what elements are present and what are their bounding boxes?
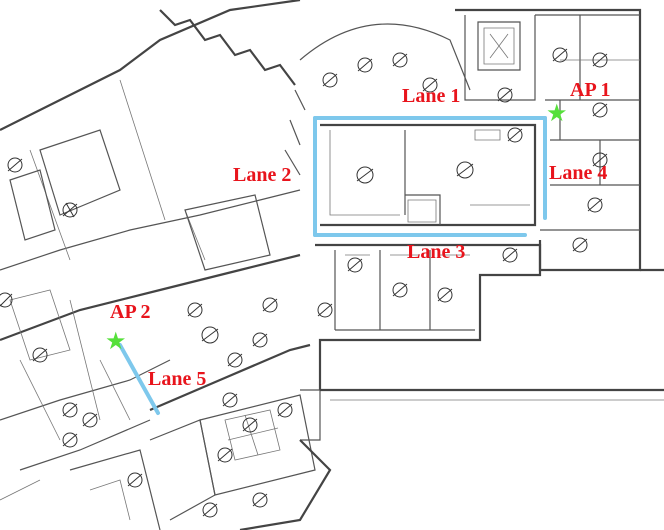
- upper-walls: [159, 8, 642, 176]
- workstation-icon: [392, 282, 408, 298]
- workstation-icon: [82, 412, 98, 428]
- workstation-icon: [356, 166, 374, 184]
- lane-5-path: [118, 343, 160, 415]
- lane-5-label: Lane 5: [148, 368, 207, 390]
- workstation-icon: [187, 302, 203, 318]
- workstation-icon: [201, 326, 219, 344]
- left-wing-walls: [0, 0, 311, 501]
- workstation-icon: [497, 87, 513, 103]
- workstation-icon: [502, 247, 518, 263]
- lower-middle-rooms: [300, 243, 664, 441]
- workstation-icon: [0, 292, 13, 308]
- workstation-icon: [127, 472, 143, 488]
- lane-1-label: Lane 1: [402, 85, 461, 107]
- central-rooms: [320, 123, 537, 227]
- workstation-icon: [422, 77, 438, 93]
- workstation-icon: [357, 57, 373, 73]
- lane-3-label: Lane 3: [407, 241, 466, 263]
- lanes: [118, 116, 547, 415]
- lower-cluster-rooms: [69, 394, 332, 530]
- workstation-icon: [252, 332, 268, 348]
- workstation-icon: [62, 402, 78, 418]
- workstation-icon: [572, 237, 588, 253]
- workstation-icon: [202, 502, 218, 518]
- workstation-icon: [217, 447, 233, 463]
- workstation-icon: [222, 392, 238, 408]
- workstation-icon: [392, 52, 408, 68]
- ap-1-label: AP 1: [570, 79, 611, 101]
- workstation-icon: [592, 52, 608, 68]
- workstation-icon: [252, 492, 268, 508]
- workstation-icon: [456, 161, 474, 179]
- workstation-icon: [347, 257, 363, 273]
- workstations: [0, 47, 608, 518]
- workstation-icon: [507, 127, 523, 143]
- star-icon: ★: [105, 327, 127, 355]
- lane-2-label: Lane 2: [233, 164, 292, 186]
- workstation-icon: [592, 102, 608, 118]
- workstation-icon: [32, 347, 48, 363]
- workstation-icon: [552, 47, 568, 63]
- star-icon: ★: [546, 99, 568, 127]
- workstation-icon: [227, 352, 243, 368]
- lane-4-label: Lane 4: [549, 162, 608, 184]
- workstation-icon: [62, 202, 78, 218]
- workstation-icon: [7, 157, 23, 173]
- workstation-icon: [322, 72, 338, 88]
- workstation-icon: [587, 197, 603, 213]
- ap-2-label: AP 2: [110, 301, 151, 323]
- workstation-icon: [592, 152, 608, 168]
- workstation-icon: [62, 432, 78, 448]
- workstation-icon: [317, 302, 333, 318]
- workstation-icon: [242, 417, 258, 433]
- workstation-icon: [437, 287, 453, 303]
- workstation-icon: [262, 297, 278, 313]
- workstation-icon: [277, 402, 293, 418]
